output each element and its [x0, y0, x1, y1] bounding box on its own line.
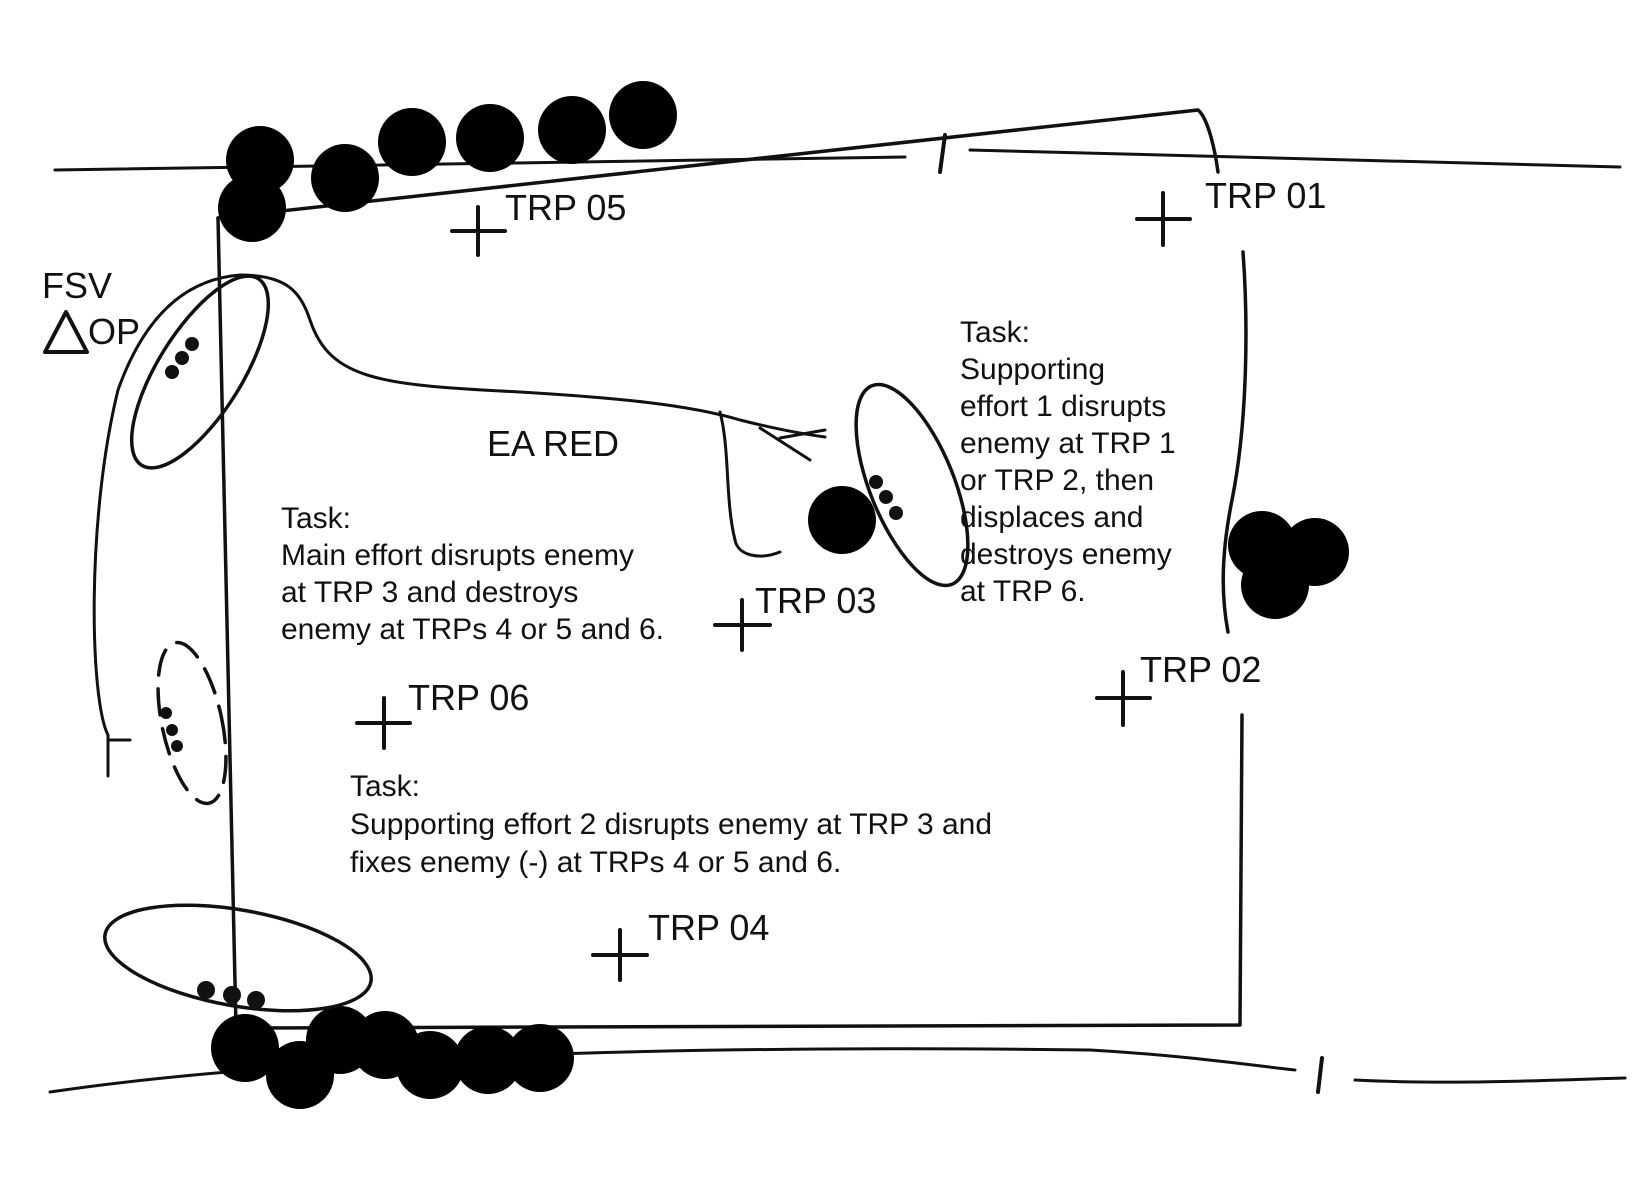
- task-supporting-effort-2: Task: Supporting effort 2 disrupts enemy…: [350, 770, 992, 879]
- engagement-area-label: EA RED: [487, 423, 619, 464]
- op-top-label: FSV: [42, 265, 112, 306]
- task-line: Main effort disrupts enemy: [281, 539, 634, 572]
- trp-06: TRP 06: [355, 677, 529, 750]
- task-line: displaces and: [960, 501, 1143, 534]
- trp-cross-icon: [1135, 191, 1192, 247]
- trp-cross-icon: [713, 598, 772, 652]
- task-supporting-effort-1: Task: Supporting effort 1 disrupts enemy…: [960, 316, 1176, 608]
- trp-label: TRP 06: [408, 677, 529, 718]
- battle-position-southwest-alternate: [156, 640, 228, 806]
- task-line: Task:: [960, 316, 1030, 349]
- battle-position-south: [103, 903, 373, 1013]
- trail: [92, 273, 827, 778]
- trp-02: TRP 02: [1095, 649, 1261, 727]
- observation-post-triangle-icon: [43, 310, 89, 354]
- trp-04: TRP 04: [591, 907, 769, 982]
- trp-label: TRP 03: [755, 580, 876, 621]
- battle-position-northwest: [129, 274, 271, 470]
- trp-label: TRP 04: [648, 907, 769, 948]
- task-line: Supporting effort 2 disrupts enemy at TR…: [350, 808, 992, 841]
- task-line: enemy at TRP 1: [960, 427, 1176, 460]
- trp-01: TRP 01: [1135, 175, 1326, 247]
- trp-label: TRP 05: [505, 187, 626, 228]
- trp-03: TRP 03: [713, 580, 876, 652]
- trp-05: TRP 05: [450, 187, 626, 257]
- task-main-effort: Task: Main effort disrupts enemy at TRP …: [281, 502, 664, 646]
- task-line: at TRP 3 and destroys: [281, 576, 578, 609]
- task-line: or TRP 2, then: [960, 464, 1154, 497]
- task-line: fixes enemy (-) at TRPs 4 or 5 and 6.: [350, 846, 841, 879]
- observation-post: FSV OP: [42, 265, 140, 354]
- engagement-area-boundary: [216, 108, 1248, 1030]
- task-line: Task:: [350, 770, 420, 803]
- trp-cross-icon: [591, 928, 649, 982]
- task-line: Supporting: [960, 353, 1105, 386]
- task-line: effort 1 disrupts: [960, 390, 1166, 423]
- task-line: at TRP 6.: [960, 575, 1086, 608]
- trp-label: TRP 02: [1140, 649, 1261, 690]
- battle-position-center: [854, 382, 970, 588]
- task-line: Task:: [281, 502, 351, 535]
- trp-cross-icon: [450, 205, 507, 257]
- op-bottom-label: OP: [88, 311, 140, 352]
- trp-cross-icon: [355, 696, 412, 750]
- task-line: destroys enemy: [960, 538, 1172, 571]
- trp-label: TRP 01: [1205, 175, 1326, 216]
- task-line: enemy at TRPs 4 or 5 and 6.: [281, 613, 664, 646]
- trp-cross-icon: [1095, 670, 1152, 727]
